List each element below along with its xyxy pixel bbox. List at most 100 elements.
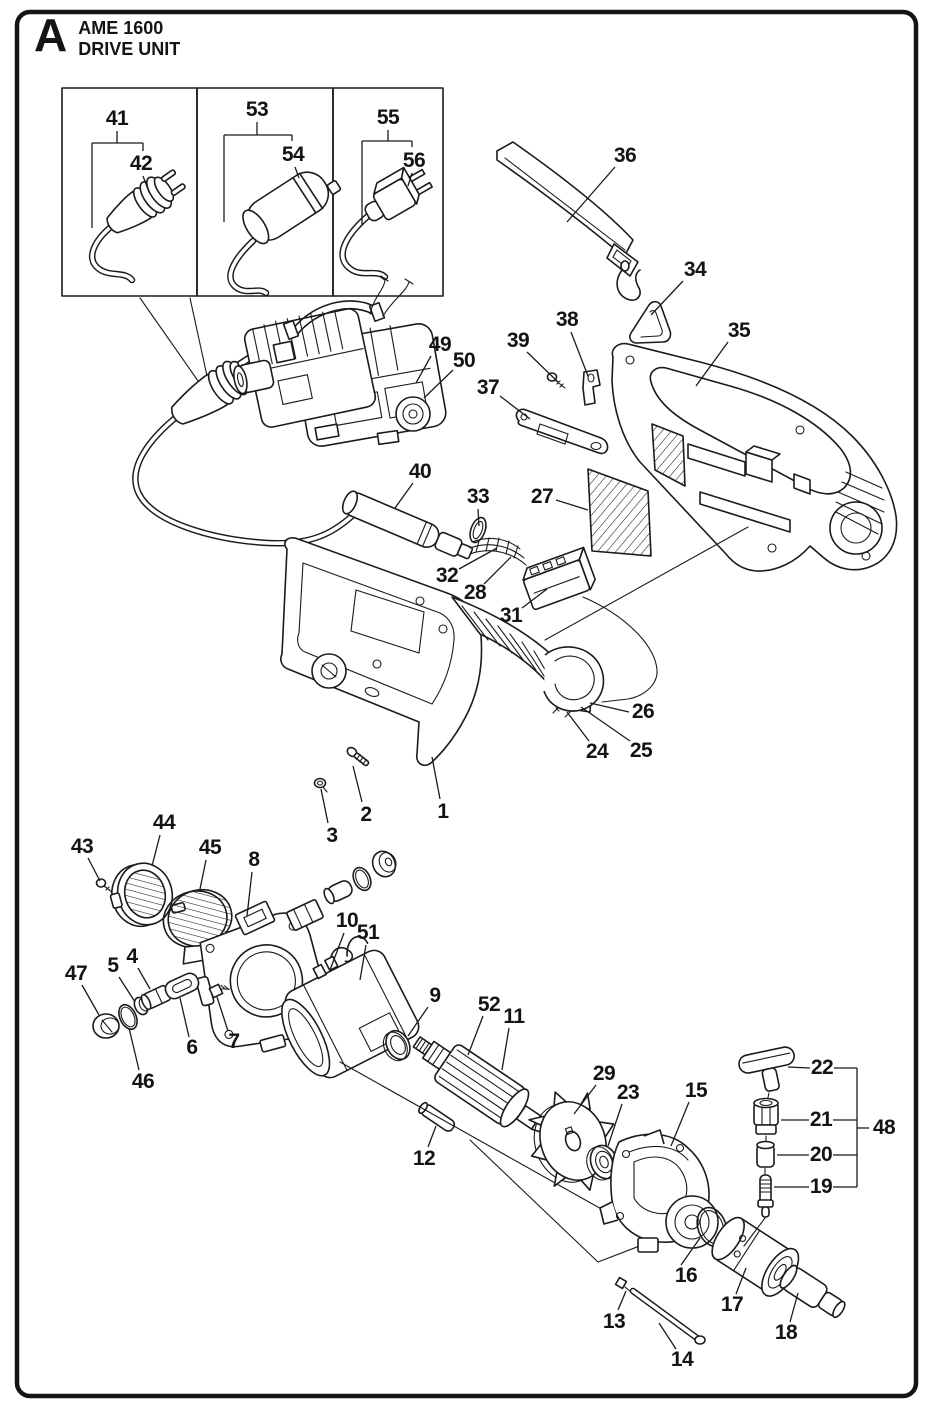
section-letter: A (34, 9, 67, 61)
leader-43 (87, 857, 101, 882)
leader-32 (458, 547, 498, 570)
bearing-9 (382, 1029, 411, 1062)
leader-15 (670, 1101, 690, 1147)
diagram-title: AME 1600 DRIVE UNIT (78, 18, 180, 59)
motor-snout (233, 359, 275, 395)
leader-26 (589, 702, 630, 713)
leader-9 (407, 1006, 429, 1037)
leader-50 (423, 369, 454, 399)
t-handle (738, 1046, 795, 1092)
coil-hook-2 (346, 935, 369, 957)
output-shaft (779, 1264, 846, 1319)
leader-37 (499, 395, 531, 420)
pad-6 (164, 972, 200, 1000)
clutch-drum (711, 1216, 800, 1297)
leader-39 (526, 351, 559, 383)
leader-10 (329, 932, 345, 971)
housing-right (611, 342, 898, 572)
leader-14 (658, 1322, 677, 1350)
leader-45 (199, 859, 207, 890)
stator (281, 935, 420, 1079)
spring-pin-19 (757, 1174, 774, 1218)
leader-7 (216, 996, 229, 1032)
wire-harness (469, 537, 527, 566)
leader-35 (695, 341, 729, 387)
leader-25 (580, 706, 631, 742)
leader-16 (680, 1237, 701, 1266)
title-line-2: DRIVE UNIT (78, 38, 181, 59)
leader-33 (477, 508, 480, 527)
grip-pad (587, 468, 652, 557)
armature (412, 1036, 565, 1145)
leader-56 (407, 172, 413, 187)
screw-2 (346, 746, 370, 767)
leader-22 (787, 1066, 811, 1069)
leader-44 (151, 834, 161, 867)
leader-13 (617, 1290, 627, 1311)
lever-37 (515, 408, 609, 455)
cable-sleeve (341, 490, 474, 560)
leader-24 (566, 711, 590, 742)
leader-47 (81, 984, 100, 1016)
leader-23 (607, 1103, 623, 1147)
ring-46 (118, 1003, 138, 1031)
page-border (14, 9, 919, 1399)
leader-49 (415, 355, 432, 384)
diagram-header: A AME 1600 DRIVE UNIT (34, 12, 180, 59)
brush-cylinder (323, 880, 353, 905)
screw-3 (313, 777, 328, 793)
leader-34 (650, 280, 684, 316)
plug-variant-flat (339, 166, 433, 281)
leader-27 (555, 499, 589, 511)
switch (522, 546, 658, 703)
leader-42 (142, 175, 150, 193)
brush-holder-a (234, 900, 276, 936)
shoulder-strap (496, 141, 641, 301)
column-line-4 (743, 1217, 766, 1247)
triangle-ring (629, 300, 672, 344)
leader-lines (81, 122, 869, 1350)
small-o-ring (352, 866, 372, 892)
leader-31 (521, 588, 548, 609)
axis-line (339, 1061, 613, 1216)
leader-6 (179, 997, 190, 1038)
assembly-line-upper (544, 526, 749, 641)
leader-38 (570, 331, 589, 377)
cap-47 (92, 1013, 120, 1039)
leader-17 (735, 1267, 747, 1295)
housing-left (280, 537, 605, 766)
leader-5 (118, 976, 136, 1003)
shaft-14 (629, 1287, 706, 1345)
leader-36 (566, 166, 616, 223)
cable-clamp (469, 516, 487, 544)
leader-52 (467, 1015, 484, 1056)
inset-leader-2 (189, 297, 210, 386)
title-line-1: AME 1600 (78, 18, 164, 38)
leader-18 (789, 1292, 799, 1323)
plug-variant-euro (89, 169, 186, 284)
leader-11 (501, 1027, 510, 1071)
leader-4 (137, 967, 151, 990)
pin-12 (418, 1101, 456, 1132)
leader-3 (320, 788, 329, 824)
end-cap (371, 850, 397, 878)
leader-40 (394, 482, 414, 509)
motor-assembly (233, 275, 447, 447)
leader-46 (128, 1027, 140, 1071)
leader-2 (352, 765, 363, 803)
leader-29 (573, 1084, 597, 1115)
spacer-20 (756, 1140, 775, 1168)
leader-28 (483, 556, 512, 585)
screw-13 (614, 1276, 632, 1293)
nut-21 (753, 1097, 779, 1135)
clip-38 (582, 369, 601, 406)
brush-holder-b (286, 899, 324, 931)
leader-51 (359, 944, 367, 981)
inset-leader-1 (139, 297, 204, 389)
gearbox (599, 1129, 719, 1253)
plug-variant-cylindrical (227, 171, 342, 297)
screw-43 (95, 878, 113, 893)
leader-8 (246, 871, 253, 917)
